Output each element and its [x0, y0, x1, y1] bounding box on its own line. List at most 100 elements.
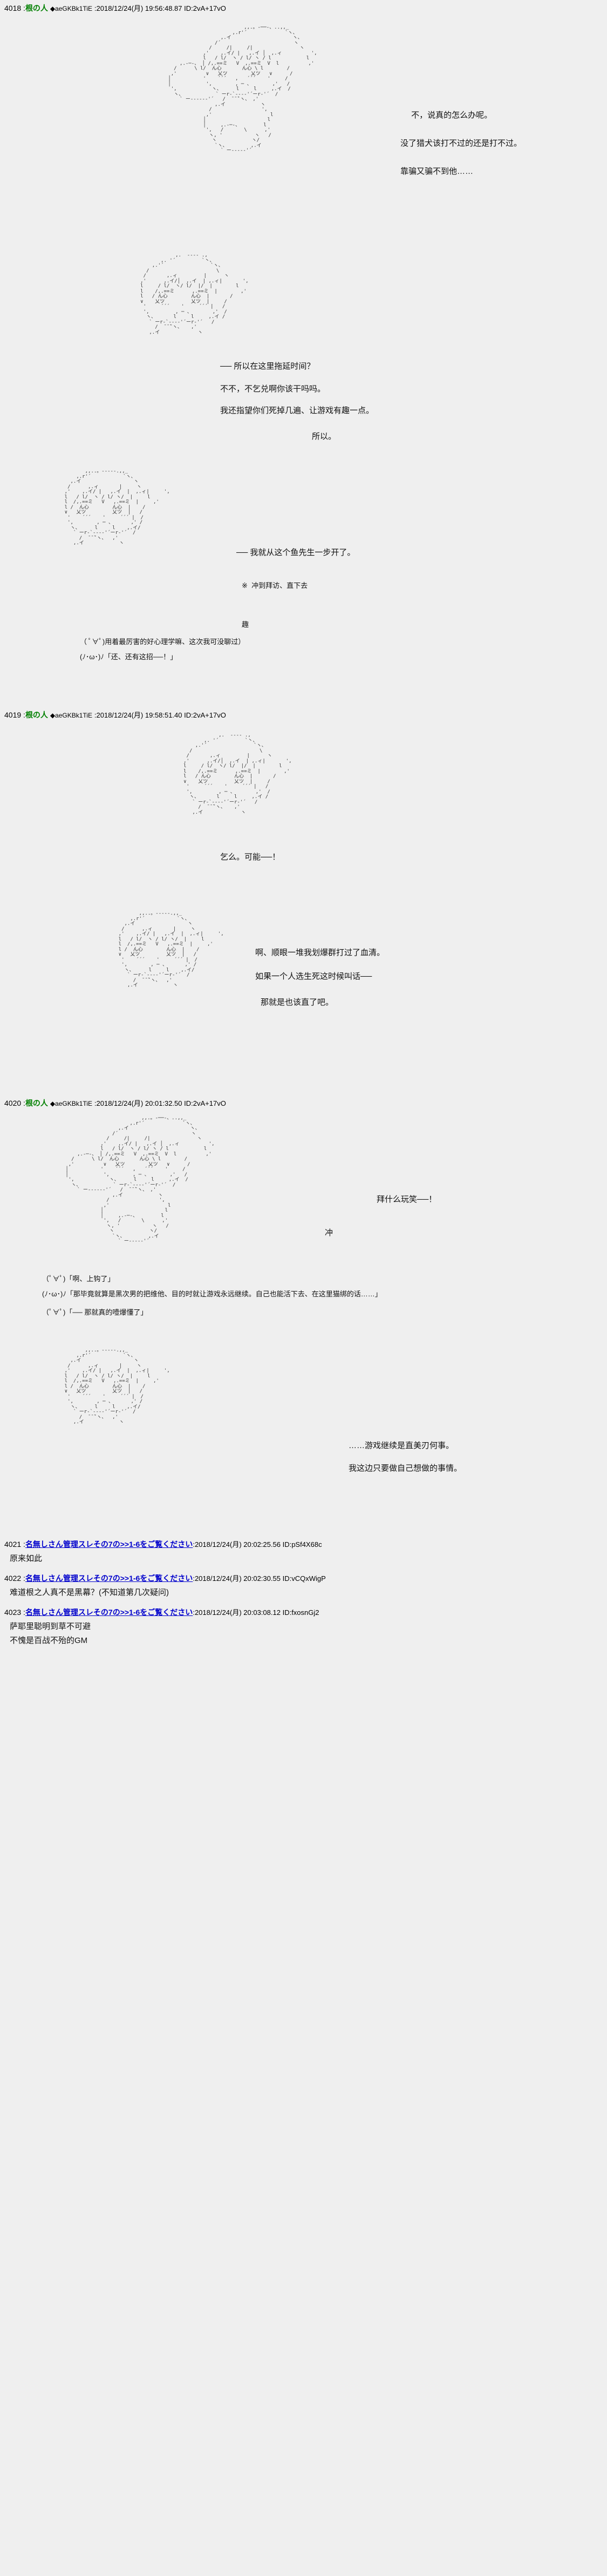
dialogue-line: ……游戏继续是直美刃何事。 — [349, 1441, 454, 1450]
post-tripcode: ◆aeGKBk1TiE — [50, 1100, 92, 1107]
post-text: 萨耶里聪明到草不可避 — [10, 1622, 91, 1631]
spacer — [0, 1600, 607, 1607]
post-body: 原来如此 — [0, 1550, 607, 1566]
aa-note: （ﾟ∀ﾟ)「啊、上钩了」 — [42, 1275, 115, 1283]
post-author[interactable]: 名無しさん管理スレその7の>>1-6をご覧ください — [25, 1574, 193, 1583]
post-body: 萨耶里聪明到草不可避 不愧是百战不殆的GM — [0, 1618, 607, 1648]
post-separator — [0, 1084, 607, 1098]
post-4019: 4019 :根の人 ◆aeGKBk1TiE :2018/12/24(月) 19:… — [0, 710, 607, 1084]
dialogue-line: 乞么。可能──！ — [220, 853, 281, 862]
aa-section-1: ,,.。-──-、..,,_ ,.r'´ `ヽ、 ,.イ ヽ、 /´ ヽ / — [10, 16, 607, 248]
aa-section-6: ,,.。-──-、..,,_ ,.r'´ `ヽ、 ,.イ ヽ、 /´ ヽ / — [10, 1111, 607, 1343]
post-date-id: :2018/12/24(月) 19:58:51.40 ID:2vA+17vO — [94, 711, 226, 719]
aa-note: (ﾉ･ω･)ﾉ「还、还有这招──！」 — [80, 653, 178, 661]
aa-section-7: ,,..。-‐‐--.,,_ ,.r'´ `ヽ、 ,.イ ヽ / ,.ィ | ヽ… — [10, 1343, 607, 1521]
aa-note: 趣 — [242, 620, 249, 628]
post-date-id: :2018/12/24(月) 20:02:30.55 ID:vCQxWigP — [193, 1574, 326, 1583]
post-4018: 4018 :根の人 ◆aeGKBk1TiE :2018/12/24(月) 19:… — [0, 3, 607, 696]
post-tripcode: ◆aeGKBk1TiE — [50, 5, 92, 12]
post-4023: 4023 :名無しさん管理スレその7の>>1-6をご覧ください:2018/12/… — [0, 1607, 607, 1648]
post-author[interactable]: 根の人 — [25, 711, 48, 719]
aa-note: (ﾉ･ω･)ﾉ「那毕竟就算是黑次男的把维他、目的时就让游戏永远继续。自己也能活下… — [42, 1290, 382, 1298]
post-number: 4022 — [4, 1574, 22, 1583]
post-sep: : — [21, 711, 25, 719]
post-id: ID:pSf4X68c — [282, 1540, 322, 1549]
post-author[interactable]: 名無しさん管理スレその7の>>1-6をご覧ください — [25, 1608, 193, 1617]
post-sep: : — [21, 1608, 25, 1617]
dialogue-line: 不不，不乞兑啊你该干吗吗。 — [220, 384, 326, 394]
post-number: 4019 — [4, 711, 22, 719]
post-id: ID:2vA+17vO — [184, 4, 226, 12]
post-date: 2018/12/24(月) 20:02:25.56 — [194, 1540, 281, 1549]
dialogue-line: ── 我就从这个鱼先生一步开了。 — [236, 548, 356, 557]
post-sep: : — [21, 1574, 25, 1583]
post-number: 4021 — [4, 1540, 22, 1549]
aa-note: （ﾟ∀ﾟ)「── 那就真的噎爆懂了」 — [42, 1308, 148, 1316]
post-date-id: :2018/12/24(月) 20:01:32.50 ID:2vA+17vO — [94, 1099, 226, 1107]
dialogue-line: 冲 — [325, 1228, 333, 1238]
post-header: 4019 :根の人 ◆aeGKBk1TiE :2018/12/24(月) 19:… — [0, 710, 607, 720]
dialogue-line: ※ 冲到拜访、直下去 — [242, 582, 308, 590]
dialogue-line: 那就是也该直了吧。 — [261, 998, 334, 1007]
post-header: 4018 :根の人 ◆aeGKBk1TiE :2018/12/24(月) 19:… — [0, 3, 607, 13]
post-4020: 4020 :根の人 ◆aeGKBk1TiE :2018/12/24(月) 20:… — [0, 1098, 607, 1521]
post-author[interactable]: 根の人 — [25, 1099, 48, 1107]
post-header: 4021 :名無しさん管理スレその7の>>1-6をご覧ください:2018/12/… — [0, 1539, 607, 1550]
post-date: 2018/12/24(月) 20:03:08.12 — [194, 1608, 281, 1617]
post-separator — [0, 696, 607, 710]
post-4021: 4021 :名無しさん管理スレその7の>>1-6をご覧ください:2018/12/… — [0, 1539, 607, 1566]
post-date: 2018/12/24(月) 19:58:51.40 — [96, 711, 182, 719]
dialogue-line: 如果一个人选生死这时候叫话── — [255, 972, 372, 981]
dialogue-line: 拜什么玩笑──！ — [377, 1195, 437, 1204]
aa-note: （ ﾟ∀ﾟ)用着最厉害的好心理学嘛、这次我可没聊过） — [80, 638, 245, 646]
post-body: 难道根之人真不是黑幕？(不知道第几次疑问) — [0, 1584, 607, 1600]
aa-section-5: ,,..。-‐‐--.,,_ ,.r'´ `ヽ、 ,.イ ヽ / ,.ィ | ヽ… — [10, 906, 607, 1084]
ascii-art: ,,..。-‐‐--.,,_ ,.r'´ `ヽ、 ,.イ ヽ / ,.ィ | ヽ… — [64, 469, 170, 546]
post-number: 4018 — [4, 4, 22, 12]
post-date-id: :2018/12/24(月) 20:02:25.56 ID:pSf4X68c — [193, 1540, 322, 1549]
ascii-art: ,,.。-──-、..,,_ ,.r'´ `ヽ、 ,.イ ヽ、 /´ ヽ / — [65, 1115, 215, 1244]
post-tripcode: ◆aeGKBk1TiE — [50, 712, 92, 719]
ascii-art: ,,..。-‐‐--.,,_ ,.r'´ `ヽ、 ,.イ ヽ / ,.ィ | ヽ… — [64, 1348, 170, 1425]
ascii-art: ,,..。-‐‐--.,,_ ,.r'´ `ヽ、 ,.イ ヽ / ,.ィ | ヽ… — [118, 911, 224, 988]
spacer — [0, 1521, 607, 1539]
post-body: ,,.。-──-、..,,_ ,.r'´ `ヽ、 ,.イ ヽ、 /´ ヽ / — [0, 13, 607, 696]
dialogue-line: 靠骗又骗不到他…… — [400, 167, 474, 176]
post-author[interactable]: 根の人 — [25, 4, 48, 12]
post-text: 难道根之人真不是黑幕？(不知道第几次疑问) — [10, 1588, 169, 1597]
post-id: ID:2vA+17vO — [184, 711, 226, 719]
dialogue-line: 啊、顺眼一堆我划爆群打过了血清。 — [255, 948, 385, 957]
post-author[interactable]: 名無しさん管理スレその7の>>1-6をご覧ください — [25, 1540, 193, 1549]
dialogue-line: 没了猎犬该打不过的还是打不过。 — [400, 139, 522, 148]
dialogue-line: 所以。 — [312, 432, 337, 441]
post-text: 原来如此 — [10, 1554, 43, 1563]
post-4022: 4022 :名無しさん管理スレその7の>>1-6をご覧ください:2018/12/… — [0, 1573, 607, 1600]
post-id: ID:vCQxWigP — [282, 1574, 326, 1583]
post-id: ID:2vA+17vO — [184, 1099, 226, 1107]
post-body: ,. -‐‐- ., ,. '´ `丶、 ,.'´ `ヽ、 / \ / ,.ィ … — [0, 720, 607, 1084]
post-number: 4020 — [4, 1099, 22, 1107]
dialogue-line: ── 所以在这里拖延时间？ — [220, 362, 315, 371]
post-header: 4020 :根の人 ◆aeGKBk1TiE :2018/12/24(月) 20:… — [0, 1098, 607, 1108]
aa-section-2: ,. -‐‐- ., ,. '´ `丶、 ,.'´ `ヽ、 / \ / ,.ィ … — [10, 248, 607, 464]
post-sep: : — [21, 4, 25, 12]
post-text: 不愧是百战不殆的GM — [10, 1636, 88, 1645]
post-sep: : — [21, 1099, 25, 1107]
dialogue-line: 不，说真的怎么办呢。 — [409, 111, 493, 120]
post-header: 4023 :名無しさん管理スレその7の>>1-6をご覧ください:2018/12/… — [0, 1607, 607, 1618]
dialogue-line: 我还指望你们死掉几遍、让游戏有趣一点。 — [220, 406, 374, 415]
post-number: 4023 — [4, 1608, 22, 1617]
post-id: ID:fxosnGj2 — [282, 1608, 319, 1617]
post-date: 2018/12/24(月) 20:02:30.55 — [194, 1574, 281, 1583]
post-header: 4022 :名無しさん管理スレその7の>>1-6をご覧ください:2018/12/… — [0, 1573, 607, 1584]
ascii-art: ,,.。-──-、..,,_ ,.r'´ `ヽ、 ,.イ ヽ、 /´ ヽ / — [168, 25, 317, 153]
aa-section-3: ,,..。-‐‐--.,,_ ,.r'´ `ヽ、 ,.イ ヽ / ,.ィ | ヽ… — [10, 464, 607, 696]
aa-section-4: ,. -‐‐- ., ,. '´ `丶、 ,.'´ `ヽ、 / \ / ,.ィ … — [10, 722, 607, 906]
ascii-art: ,. -‐‐- ., ,. '´ `丶、 ,.'´ `ヽ、 / \ / ,.ィ … — [183, 733, 292, 815]
spacer — [0, 1566, 607, 1573]
post-date-id: :2018/12/24(月) 19:56:48.87 ID:2vA+17vO — [94, 4, 226, 12]
post-date: 2018/12/24(月) 19:56:48.87 — [96, 4, 182, 12]
post-sep: : — [21, 1540, 25, 1549]
ascii-art: ,. -‐‐- ., ,. '´ `丶、 ,.'´ `ヽ、 / \ / ,.ィ … — [140, 253, 249, 335]
